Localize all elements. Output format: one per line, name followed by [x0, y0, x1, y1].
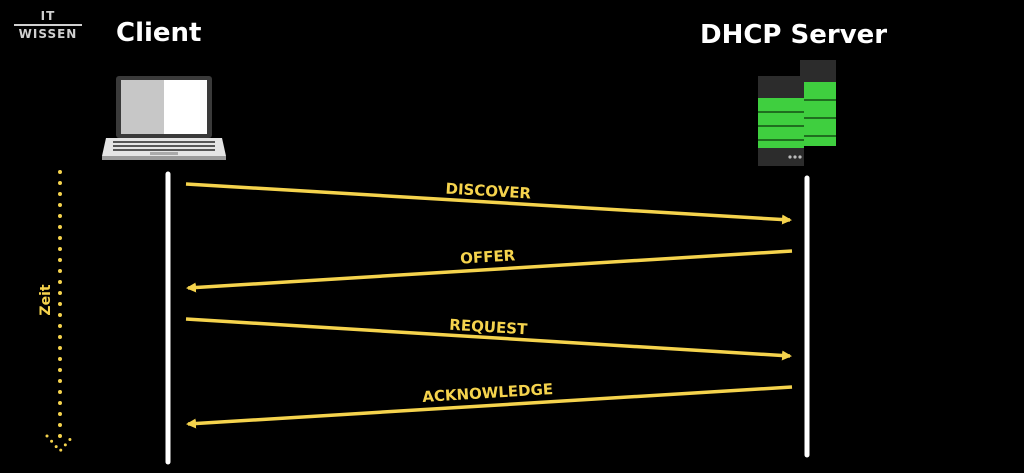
logo-divider	[14, 24, 82, 26]
offer-label: OFFER	[460, 246, 516, 267]
message-request: REQUEST	[185, 316, 792, 361]
server-rack-icon	[758, 60, 836, 166]
offer-arrow	[186, 249, 793, 293]
message-acknowledge: ACKNOWLEDGE	[186, 380, 793, 429]
request-label: REQUEST	[449, 316, 529, 339]
logo-line-2: WISSEN	[18, 27, 78, 41]
time-axis-label: Zeit	[38, 284, 54, 315]
client-label: Client	[116, 18, 202, 48]
logo-line-1: IT	[40, 9, 56, 23]
discover-arrow	[185, 182, 792, 225]
server-label: DHCP Server	[700, 20, 888, 50]
time-axis-arrowhead	[45, 434, 75, 453]
discover-label: DISCOVER	[445, 179, 532, 202]
request-arrow	[185, 317, 792, 361]
acknowledge-arrow	[186, 385, 793, 429]
message-offer: OFFER	[186, 246, 793, 293]
it-wissen-logo: IT WISSEN	[14, 10, 82, 40]
laptop-icon	[102, 76, 226, 160]
message-discover: DISCOVER	[185, 179, 792, 225]
